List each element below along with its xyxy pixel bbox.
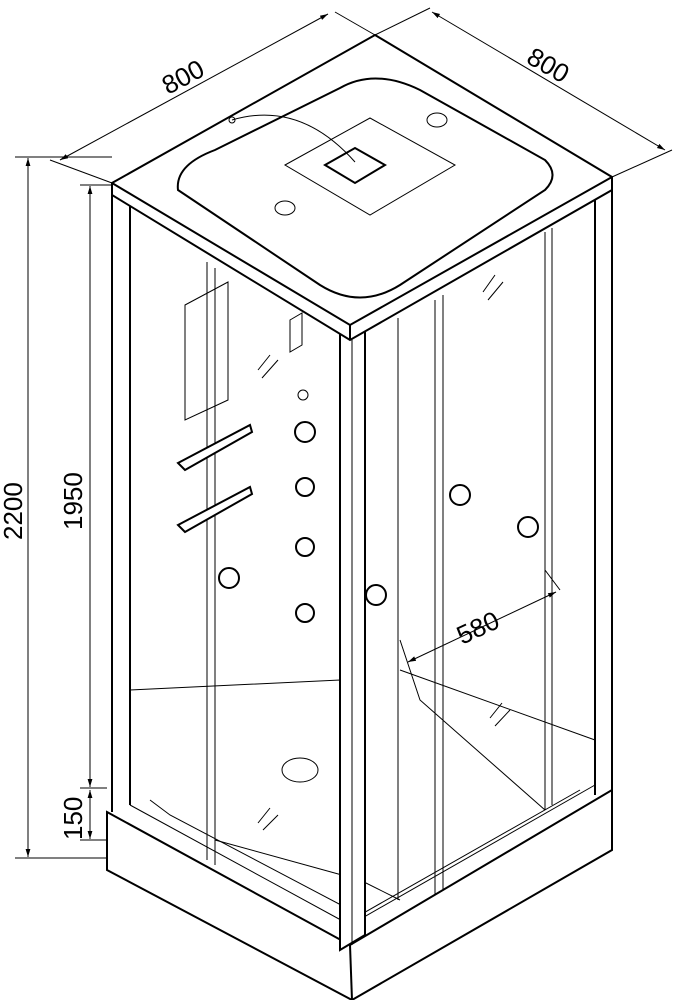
massage-jet-icon xyxy=(295,477,315,497)
dim-width-left: 800 xyxy=(157,53,209,100)
dim-door-opening: 580 xyxy=(452,605,504,651)
door-handle-icon xyxy=(218,567,240,589)
control-panel xyxy=(184,281,229,421)
shelf-lower xyxy=(176,485,254,534)
door-handle-icon xyxy=(517,516,539,538)
massage-jet-icon xyxy=(295,537,315,557)
door-handle-icon xyxy=(449,484,471,506)
dim-total-height: 2200 xyxy=(0,482,28,540)
dim-width-right: 800 xyxy=(522,41,575,89)
dimension-lines xyxy=(15,7,673,859)
dim-cabin-height: 1950 xyxy=(58,472,88,530)
door-handle-icon xyxy=(365,584,387,606)
massage-jet-icon xyxy=(294,421,316,443)
shelf-upper xyxy=(176,423,254,472)
massage-jet-icon xyxy=(295,603,315,623)
dim-tray-height: 150 xyxy=(58,797,88,840)
fixtures xyxy=(176,274,539,831)
